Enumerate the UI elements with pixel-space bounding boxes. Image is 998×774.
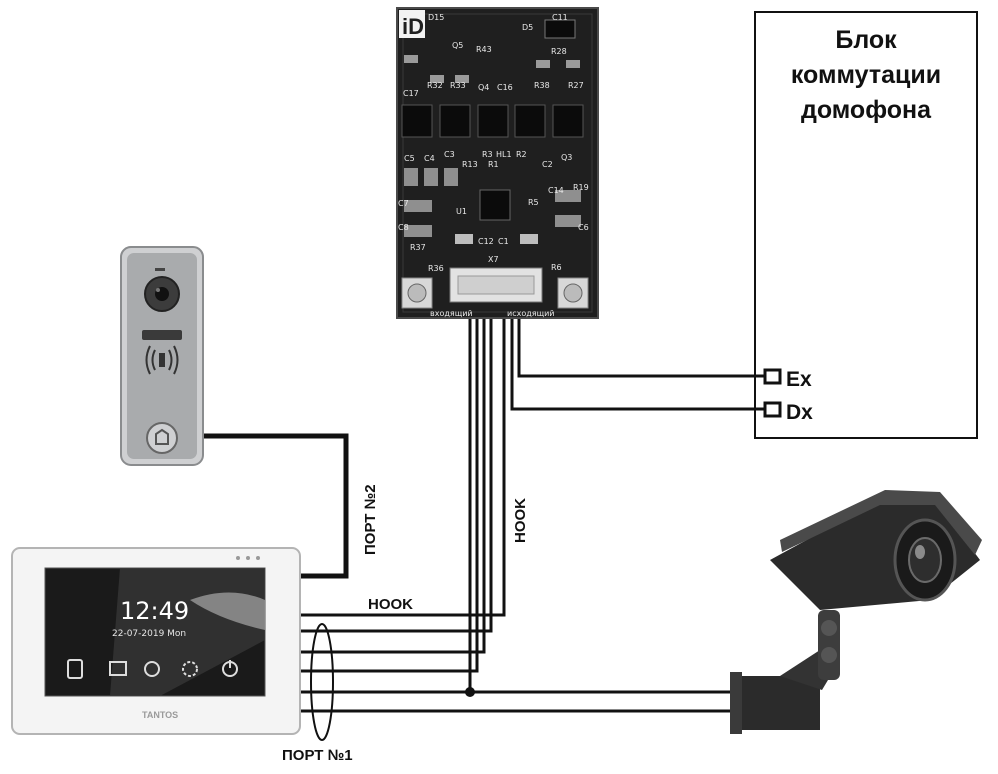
module-logo: iD bbox=[402, 14, 424, 39]
terminal-ex-label: Ex bbox=[786, 368, 812, 391]
component-label: R2 bbox=[516, 150, 527, 159]
wire-junction bbox=[465, 687, 475, 697]
component-label: C6 bbox=[578, 223, 589, 232]
component-label: R43 bbox=[476, 45, 492, 54]
component-label: R38 bbox=[534, 81, 550, 90]
component-label: D15 bbox=[428, 13, 444, 22]
component-label: R27 bbox=[568, 81, 584, 90]
component-label: R6 bbox=[551, 263, 562, 272]
wire-port1-a bbox=[296, 316, 493, 633]
terminal-dx bbox=[763, 401, 782, 418]
component-label: U1 bbox=[456, 207, 467, 216]
video-intercom-monitor: 12:49 22-07-2019 Mon TANTOS bbox=[11, 547, 301, 735]
port-label-outgoing: исходящий bbox=[507, 309, 555, 318]
component-label: C8 bbox=[398, 223, 409, 232]
component-label: R33 bbox=[450, 81, 466, 90]
monitor-brand: TANTOS bbox=[142, 710, 178, 720]
doorbell-call-panel bbox=[120, 246, 204, 466]
component-label: D5 bbox=[522, 23, 533, 32]
component-label: R36 bbox=[428, 264, 444, 273]
wire-dx bbox=[510, 316, 767, 411]
component-label: C2 bbox=[542, 160, 553, 169]
terminal-dx-label: Dx bbox=[786, 401, 813, 424]
hook-horizontal-label: HOOK bbox=[368, 596, 413, 613]
wire-ex bbox=[517, 316, 767, 378]
wire-port2 bbox=[200, 433, 349, 579]
rfid-reader-icon bbox=[145, 345, 179, 375]
component-label: C1 bbox=[498, 237, 509, 246]
component-label: C12 bbox=[478, 237, 494, 246]
component-label: R5 bbox=[528, 198, 539, 207]
component-label: Q4 bbox=[478, 83, 489, 92]
component-label: HL1 bbox=[496, 150, 512, 159]
component-label: C7 bbox=[398, 199, 409, 208]
port1-label: ПОРТ №1 bbox=[282, 747, 353, 764]
hook-vertical-label: HOOK bbox=[512, 498, 529, 543]
component-label: Q5 bbox=[452, 41, 463, 50]
switch-block-title-line-3: домофона bbox=[801, 96, 932, 124]
component-label: C14 bbox=[548, 186, 564, 195]
port1-bundle-marker bbox=[310, 623, 334, 741]
component-label: Q3 bbox=[561, 153, 572, 162]
wire-port1-d bbox=[296, 316, 472, 694]
terminal-ex bbox=[763, 368, 782, 385]
component-label: R3 bbox=[482, 150, 493, 159]
port2-label: ПОРТ №2 bbox=[362, 484, 379, 555]
call-button-icon bbox=[146, 422, 178, 454]
intercom-switch-block: Блок коммутации домофона Ex Dx bbox=[754, 11, 978, 439]
connector-label: X7 bbox=[488, 255, 499, 264]
component-label: R19 bbox=[573, 183, 589, 192]
component-label: R32 bbox=[427, 81, 443, 90]
wiring bbox=[200, 316, 767, 741]
component-label: C11 bbox=[552, 13, 568, 22]
contacts-icon bbox=[67, 659, 83, 679]
component-label: C17 bbox=[403, 89, 419, 98]
component-label: C3 bbox=[444, 150, 455, 159]
wire-hook bbox=[296, 316, 506, 617]
wire-port1-c bbox=[296, 316, 479, 673]
component-label: R28 bbox=[551, 47, 567, 56]
port-label-incoming: входящий bbox=[430, 309, 473, 318]
component-label: R13 bbox=[462, 160, 478, 169]
interface-module-board: iD X7 входящий исходящий bbox=[396, 7, 599, 319]
gallery-icon bbox=[109, 661, 127, 676]
component-label: C5 bbox=[404, 154, 415, 163]
wire-port1-b bbox=[296, 316, 486, 654]
switch-block-title-line-1: Блок bbox=[835, 26, 897, 54]
cctv-camera bbox=[730, 490, 982, 734]
component-label: C16 bbox=[497, 83, 513, 92]
settings-icon bbox=[182, 661, 198, 677]
component-label: R1 bbox=[488, 160, 499, 169]
monitor-date: 22-07-2019 Mon bbox=[112, 629, 186, 639]
monitor-time: 12:49 bbox=[120, 597, 189, 625]
component-label: C4 bbox=[424, 154, 435, 163]
monitoring-icon bbox=[144, 661, 160, 677]
component-label: R37 bbox=[410, 243, 426, 252]
switch-block-title-line-2: коммутации bbox=[791, 61, 941, 89]
